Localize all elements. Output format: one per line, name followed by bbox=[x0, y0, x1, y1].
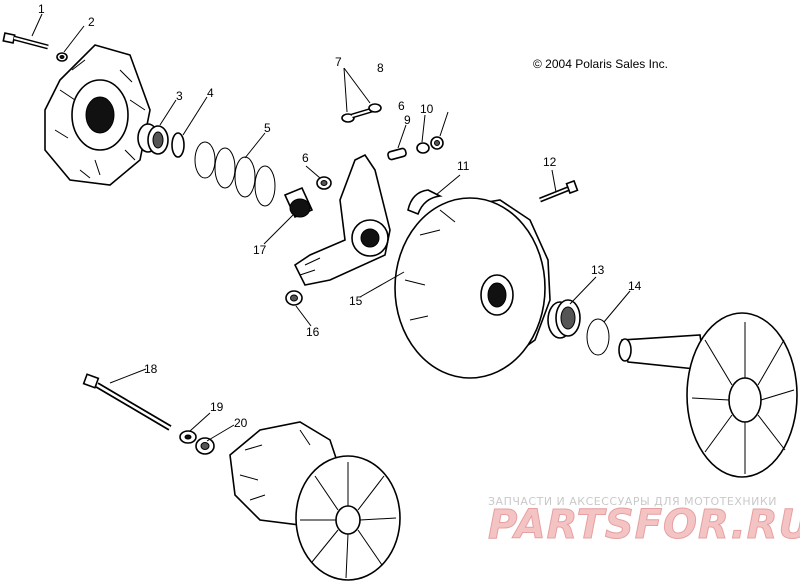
part-1-bolt bbox=[2, 32, 49, 50]
callout-9: 9 bbox=[404, 113, 411, 127]
part-20-nut bbox=[195, 437, 215, 455]
part-12-bolt bbox=[539, 179, 579, 203]
part-13-bushing bbox=[547, 299, 581, 339]
part-14-ring bbox=[586, 318, 610, 356]
part-16-nut bbox=[285, 290, 303, 306]
callout-10: 10 bbox=[420, 102, 434, 116]
part-6-nut-right bbox=[430, 136, 444, 150]
watermark: ЗАПЧАСТИ И АКСЕССУАРЫ ДЛЯ МОТОТЕХНИКИ PA… bbox=[488, 495, 800, 549]
moveable-sheave bbox=[394, 197, 551, 379]
part-5-spring bbox=[194, 141, 276, 207]
callout-16: 16 bbox=[306, 325, 320, 339]
part-6-nut-left bbox=[316, 176, 332, 190]
callout-17: 17 bbox=[253, 243, 267, 257]
callout-3: 3 bbox=[176, 89, 183, 103]
part-18-bolt bbox=[82, 373, 172, 431]
part-11-weight bbox=[407, 189, 443, 216]
part-17-bushing bbox=[283, 186, 314, 219]
watermark-tagline: ЗАПЧАСТИ И АКСЕССУАРЫ ДЛЯ МОТОТЕХНИКИ bbox=[488, 495, 777, 508]
callout-14: 14 bbox=[628, 279, 642, 293]
callout-5: 5 bbox=[264, 121, 271, 135]
part-19-washer bbox=[179, 430, 197, 444]
callout-6-right: 6 bbox=[398, 99, 405, 113]
fixed-sheave-shaft bbox=[618, 312, 798, 478]
part-2-washer bbox=[56, 52, 68, 62]
part-3-bushing bbox=[137, 123, 169, 155]
callout-12: 12 bbox=[543, 155, 557, 169]
callout-1: 1 bbox=[38, 2, 45, 16]
callout-7: 7 bbox=[335, 55, 342, 69]
leader-lines bbox=[31, 13, 631, 442]
callout-2: 2 bbox=[88, 15, 95, 29]
spider-arm-assembly bbox=[293, 153, 391, 286]
callout-13: 13 bbox=[591, 263, 605, 277]
part-10-bushing bbox=[416, 142, 430, 154]
callout-18: 18 bbox=[144, 362, 158, 376]
watermark-logo: PARTSFOR.RU bbox=[488, 502, 800, 548]
part-9-pin bbox=[387, 147, 407, 161]
callout-20: 20 bbox=[234, 416, 248, 430]
callout-11: 11 bbox=[457, 159, 470, 173]
callout-4: 4 bbox=[207, 86, 214, 100]
clutch-cover-plate bbox=[44, 44, 151, 186]
callout-labels: 1 2 3 4 5 6 7 8 9 10 6 11 12 13 14 15 16… bbox=[38, 2, 642, 430]
copyright-text: © 2004 Polaris Sales Inc. bbox=[533, 57, 668, 71]
part-7-8-pin-washers bbox=[341, 103, 382, 123]
assembled-clutch bbox=[229, 421, 401, 581]
part-4-snap-ring bbox=[171, 132, 185, 158]
callout-15: 15 bbox=[349, 294, 363, 308]
callout-19: 19 bbox=[210, 400, 224, 414]
callout-6-left: 6 bbox=[302, 151, 309, 165]
callout-8: 8 bbox=[377, 61, 384, 75]
